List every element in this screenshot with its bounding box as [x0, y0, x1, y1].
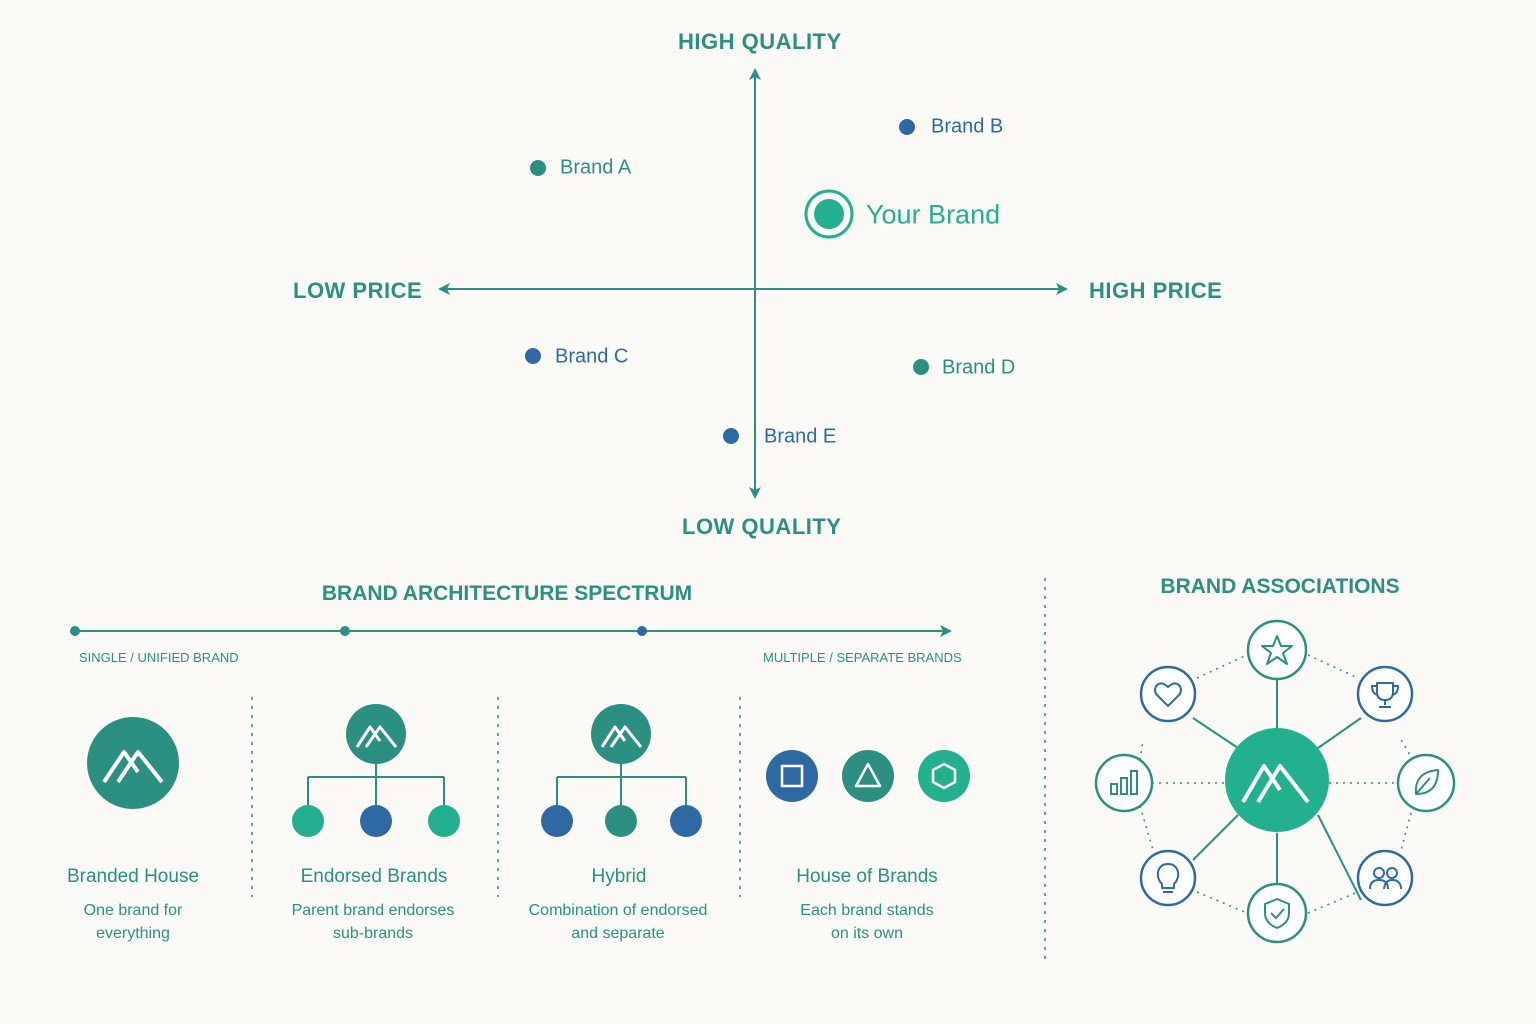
hybrid-title: Hybrid: [591, 866, 647, 887]
heart-icon: [1139, 665, 1197, 723]
associations-title: BRAND ASSOCIATIONS: [1160, 575, 1400, 598]
hexagon-brand-icon: [918, 750, 970, 802]
hybrid-description: Combination of endorsed and separate: [518, 899, 718, 945]
center-brand-logo: [1225, 728, 1329, 832]
brand-a-label: Brand A: [560, 156, 632, 179]
architecture-title: BRAND ARCHITECTURE SPECTRUM: [321, 582, 693, 605]
branded-house-description: One brand for everything: [33, 899, 233, 945]
spectrum-dot: [637, 626, 647, 636]
desc-line: One brand for: [83, 902, 183, 919]
sub-brand: [360, 805, 392, 837]
house-of-brands-title: House of Brands: [796, 866, 938, 887]
associations-network: [1094, 619, 1456, 944]
spectrum-dot: [340, 626, 350, 636]
brand-e-point: [723, 428, 739, 444]
your-brand-ring: [804, 189, 854, 239]
leaf-icon: [1396, 753, 1456, 813]
brand-b-label: Brand B: [931, 115, 1004, 138]
trophy-icon: [1356, 665, 1414, 723]
axis-label-low-quality: LOW QUALITY: [682, 514, 842, 539]
your-brand-label: Your Brand: [866, 199, 1001, 230]
sub-brand: [670, 805, 702, 837]
star-icon: [1246, 619, 1308, 681]
endorsed-brands-diagram: [292, 704, 460, 837]
lightbulb-icon: [1139, 849, 1197, 907]
positioning-axes: [438, 68, 1068, 499]
house-of-brands-diagram: [766, 750, 970, 802]
desc-line: and separate: [571, 925, 665, 942]
branded-house-title: Branded House: [66, 866, 200, 887]
desc-line: on its own: [830, 925, 904, 942]
brand-e-label: Brand E: [764, 425, 837, 448]
spectrum-line: [70, 625, 952, 637]
spectrum-left-label: SINGLE / UNIFIED BRAND: [79, 650, 239, 665]
axis-label-low-price: LOW PRICE: [293, 278, 423, 303]
triangle-brand-icon: [842, 750, 894, 802]
brand-c-label: Brand C: [555, 345, 629, 368]
square-brand-icon: [766, 750, 818, 802]
spectrum-dot: [70, 626, 80, 636]
shield-check-icon: [1246, 882, 1308, 944]
sub-brand: [605, 805, 637, 837]
bar-chart-icon: [1094, 753, 1154, 813]
hybrid-diagram: [541, 704, 702, 837]
brand-a-point: [530, 160, 546, 176]
desc-line: everything: [96, 925, 170, 942]
axis-label-high-price: HIGH PRICE: [1089, 278, 1223, 303]
branded-house-logo: [87, 717, 179, 809]
endorsed-brands-description: Parent brand endorses sub-brands: [273, 899, 473, 945]
brand-d-point: [913, 359, 929, 375]
sub-brand: [541, 805, 573, 837]
sub-brand: [292, 805, 324, 837]
desc-line: sub-brands: [332, 925, 414, 942]
brand-c-point: [525, 348, 541, 364]
desc-line: Each brand stands: [800, 902, 934, 919]
dividers: [251, 578, 1046, 960]
spectrum-right-label: MULTIPLE / SEPARATE BRANDS: [763, 650, 962, 665]
sub-brand: [428, 805, 460, 837]
brand-d-label: Brand D: [942, 356, 1016, 379]
brand-points: [525, 119, 929, 444]
axis-label-high-quality: HIGH QUALITY: [678, 29, 842, 54]
people-icon: [1356, 849, 1414, 907]
brand-b-point: [899, 119, 915, 135]
endorsed-brands-title: Endorsed Brands: [300, 866, 448, 887]
desc-line: Combination of endorsed: [528, 902, 708, 919]
desc-line: Parent brand endorses: [291, 902, 455, 919]
house-of-brands-description: Each brand stands on its own: [767, 899, 967, 945]
your-brand-point: [814, 199, 844, 229]
